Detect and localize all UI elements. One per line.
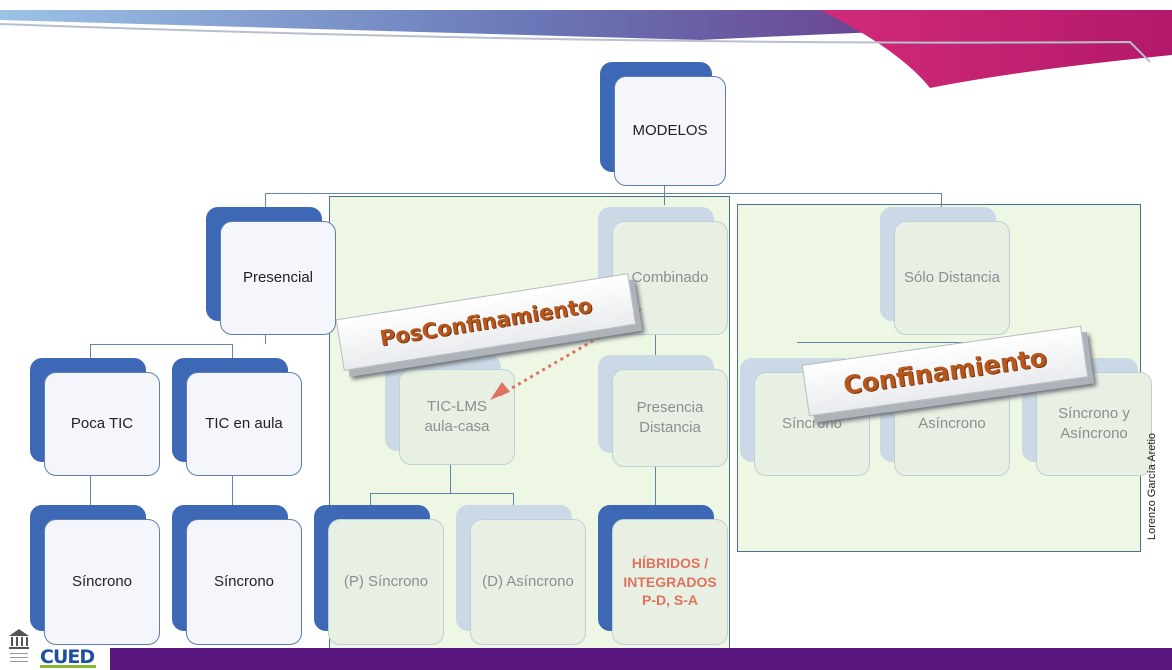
node-presencia-line2: Distancia [639,419,701,436]
node-modelos: MODELOS [600,62,726,186]
cued-logo-text: CUED [40,646,95,668]
node-hibridos-line1: HÍBRIDOS / [631,554,709,571]
connector [265,335,266,344]
node-sincrono-1-label: Síncrono [71,572,133,590]
connector [232,475,233,505]
connector [265,193,941,194]
cued-logo: CUED [36,646,108,668]
node-combinado-label: Combinado [631,268,709,286]
connector [655,335,656,355]
header-wave-decoration [0,10,1172,88]
node-modelos-label: MODELOS [632,121,708,139]
footer-bar [110,648,1172,670]
node-presencial: Presencial [206,207,336,335]
connector [797,342,1087,343]
node-d-asincrono: (D) Asíncrono [456,505,586,645]
connector [90,344,232,345]
connector [664,185,665,193]
connector [941,193,942,207]
node-solo-distancia: Sólo Distancia [880,207,1010,335]
node-hibridos: HÍBRIDOS / INTEGRADOS P-D, S-A [598,505,728,645]
connector [232,344,233,360]
author-credit: Lorenzo García Aretio [1146,432,1158,540]
node-poca-tic: Poca TIC [30,358,160,476]
node-poca-tic-label: Poca TIC [70,414,134,432]
connector [370,493,371,505]
node-sincrono-y-asincrono-label: Síncrono y Asíncrono [1058,404,1130,445]
connector [265,193,266,213]
connector [370,493,513,494]
node-asincrono-distancia-label: Asíncrono [918,414,986,432]
node-tic-lms-line1: TIC-LMS [426,397,487,415]
connector [450,463,451,493]
node-sincrono-2-label: Síncrono [213,572,275,590]
connector [90,475,91,505]
node-sya-line1: Síncrono y [1058,404,1130,422]
node-d-asincrono-label: (D) Asíncrono [482,572,574,590]
connector [90,344,91,360]
connector [664,193,665,205]
connector [655,465,656,505]
node-hibridos-line3: P-D, S-A [642,592,698,609]
node-hibridos-label: HÍBRIDOS / INTEGRADOS P-D, S-A [623,554,716,611]
node-presencial-label: Presencial [242,268,314,286]
node-hibridos-line2: INTEGRADOS [623,573,717,590]
connector [513,493,514,505]
node-tic-lms-line2: aula-casa [424,418,490,435]
node-tic-lms: TIC-LMS aula-casa [385,355,515,465]
node-tic-en-aula-label: TIC en aula [205,414,283,432]
node-sya-line2: Asíncrono [1060,425,1128,442]
node-presencia-line1: Presencia [636,398,704,416]
node-sincrono-poca-tic: Síncrono [30,505,160,645]
node-tic-lms-label: TIC-LMS aula-casa [424,397,489,438]
node-solo-distancia-label: Sólo Distancia [904,268,1000,286]
node-tic-en-aula: TIC en aula [172,358,302,476]
node-sincrono-distancia-label: Síncrono [781,414,843,432]
unesco-logo-icon [9,629,29,662]
node-p-sincrono-label: (P) Síncrono [343,572,429,590]
cued-logo-underline [40,665,96,668]
node-sincrono-tic-aula: Síncrono [172,505,302,645]
node-p-sincrono: (P) Síncrono [314,505,444,645]
